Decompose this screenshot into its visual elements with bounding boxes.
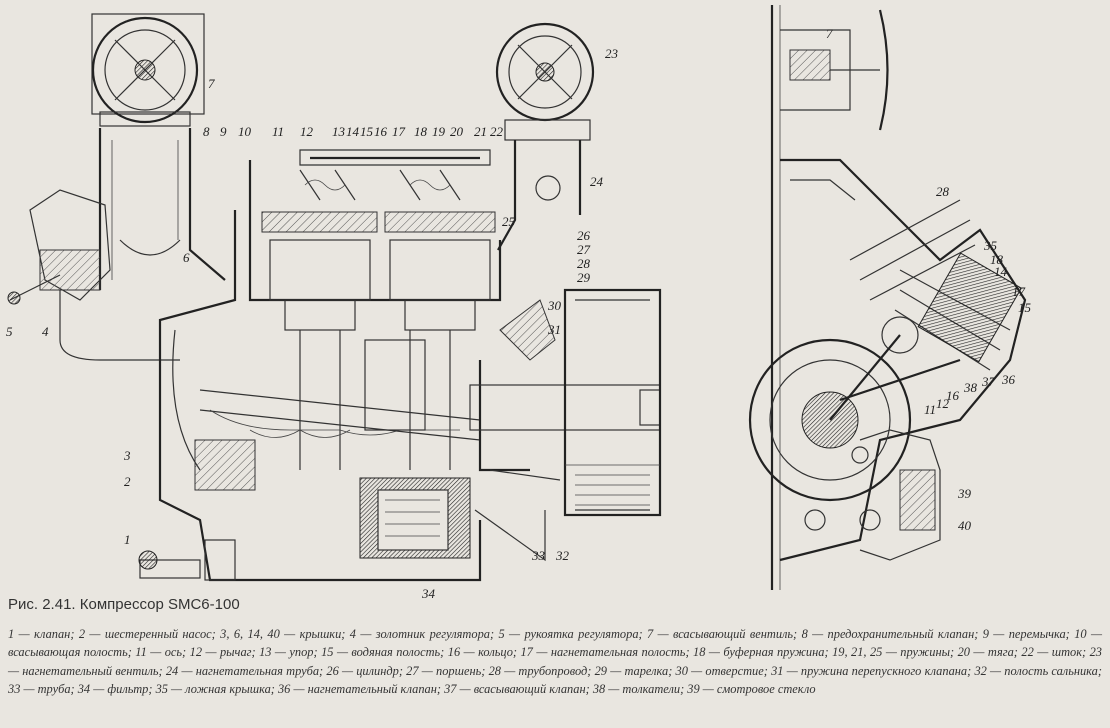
callout: 22 (490, 124, 504, 139)
callout: 28 (577, 256, 591, 271)
callout: 34 (421, 586, 436, 601)
oil-filter (359, 477, 471, 559)
cross-section (748, 5, 1027, 590)
callout: 35 (983, 238, 998, 253)
callout: 13 (332, 124, 346, 139)
callout: 14 (346, 124, 360, 139)
callout: 19 (432, 124, 446, 139)
callout: 17 (1012, 284, 1026, 299)
callout: 26 (577, 228, 591, 243)
callout: 20 (450, 124, 464, 139)
callout: 36 (1001, 372, 1016, 387)
callout: 23 (605, 46, 619, 61)
callout: 18 (990, 252, 1004, 267)
crankcase (138, 210, 482, 582)
callout: 12 (300, 124, 314, 139)
callout: 27 (577, 242, 591, 257)
callout: 16 (946, 388, 960, 403)
callout: 7 (208, 76, 215, 91)
callout: 6 (183, 250, 190, 265)
callouts-main: 7 8 9 10 11 12 13 14 15 16 17 18 19 20 2… (6, 46, 619, 601)
callout: 16 (374, 124, 388, 139)
callout: 37 (981, 374, 996, 389)
callout: 28 (936, 184, 950, 199)
callout: 12 (936, 396, 950, 411)
callout: 33 (531, 548, 546, 563)
callout: 30 (547, 298, 562, 313)
figure-legend: 1 — клапан; 2 — шестеренный насос; 3, 6,… (8, 627, 1102, 697)
regulator (7, 189, 180, 361)
crank-mechanism (199, 330, 481, 470)
callout: 29 (577, 270, 591, 285)
callout: 31 (547, 322, 561, 337)
callout: 17 (392, 124, 406, 139)
callout: 25 (502, 214, 516, 229)
callout: 7 (826, 26, 833, 41)
callout: 11 (924, 402, 936, 417)
callout: 1 (124, 532, 131, 547)
callout: 18 (414, 124, 428, 139)
discharge-valve-handwheel (495, 22, 595, 251)
callout: 2 (124, 474, 131, 489)
callout: 9 (220, 124, 227, 139)
callout: 14 (994, 264, 1008, 279)
main-section (7, 13, 662, 582)
callout: 15 (360, 124, 374, 139)
callout: 21 (474, 124, 487, 139)
shaft-seal-pulley (469, 288, 662, 562)
suction-valve-handwheel (91, 13, 205, 127)
callout: 38 (963, 380, 978, 395)
callout: 3 (123, 448, 131, 463)
callout: 40 (958, 518, 972, 533)
callout: 24 (590, 174, 604, 189)
callout: 32 (555, 548, 570, 563)
compressor-drawing: 7 8 9 10 11 12 13 14 15 16 17 18 19 20 2… (6, 5, 1032, 601)
figure-title: Рис. 2.41. Компрессор SMC6-100 (8, 596, 240, 613)
callout: 8 (203, 124, 210, 139)
figure-caption: Рис. 2.41. Компрессор SMC6-100 1 — клапа… (8, 596, 1102, 699)
callout: 5 (6, 324, 13, 339)
callout: 10 (238, 124, 252, 139)
callout: 4 (42, 324, 49, 339)
callout: 39 (957, 486, 972, 501)
cylinder-block (248, 149, 502, 331)
callout: 11 (272, 124, 284, 139)
callout: 15 (1018, 300, 1032, 315)
callouts-section: 7 28 35 18 14 17 15 36 37 38 16 12 11 39… (826, 26, 1032, 533)
